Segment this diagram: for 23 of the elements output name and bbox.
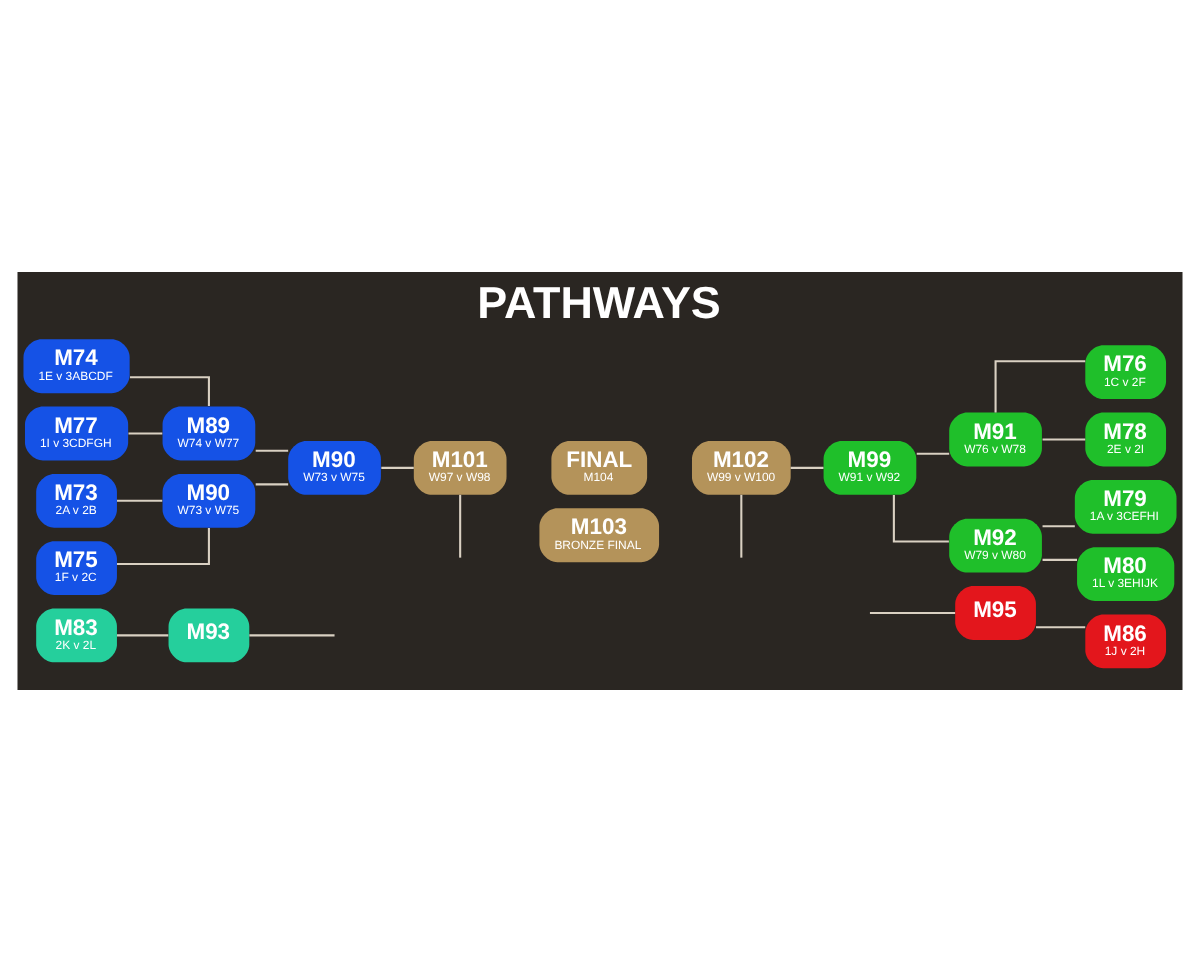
connector [117, 498, 163, 501]
node-box: M95 [955, 585, 1036, 639]
connector [128, 431, 163, 434]
diagram-title: PATHWAYS [477, 277, 721, 328]
connector [117, 526, 210, 565]
connector [1042, 557, 1078, 560]
connector [1042, 524, 1075, 527]
connector [1042, 437, 1086, 440]
connector [130, 375, 210, 405]
connector [994, 359, 1086, 412]
connector [916, 451, 950, 454]
connector [117, 633, 169, 636]
connector [255, 482, 289, 485]
connector [459, 493, 462, 557]
connector [892, 493, 949, 542]
connector [381, 465, 414, 468]
connector [740, 493, 743, 557]
connector [869, 610, 956, 614]
connector [255, 448, 289, 451]
connector [790, 465, 824, 468]
connector [1036, 625, 1086, 628]
connector [249, 633, 335, 636]
node-box: M93 [168, 607, 250, 662]
